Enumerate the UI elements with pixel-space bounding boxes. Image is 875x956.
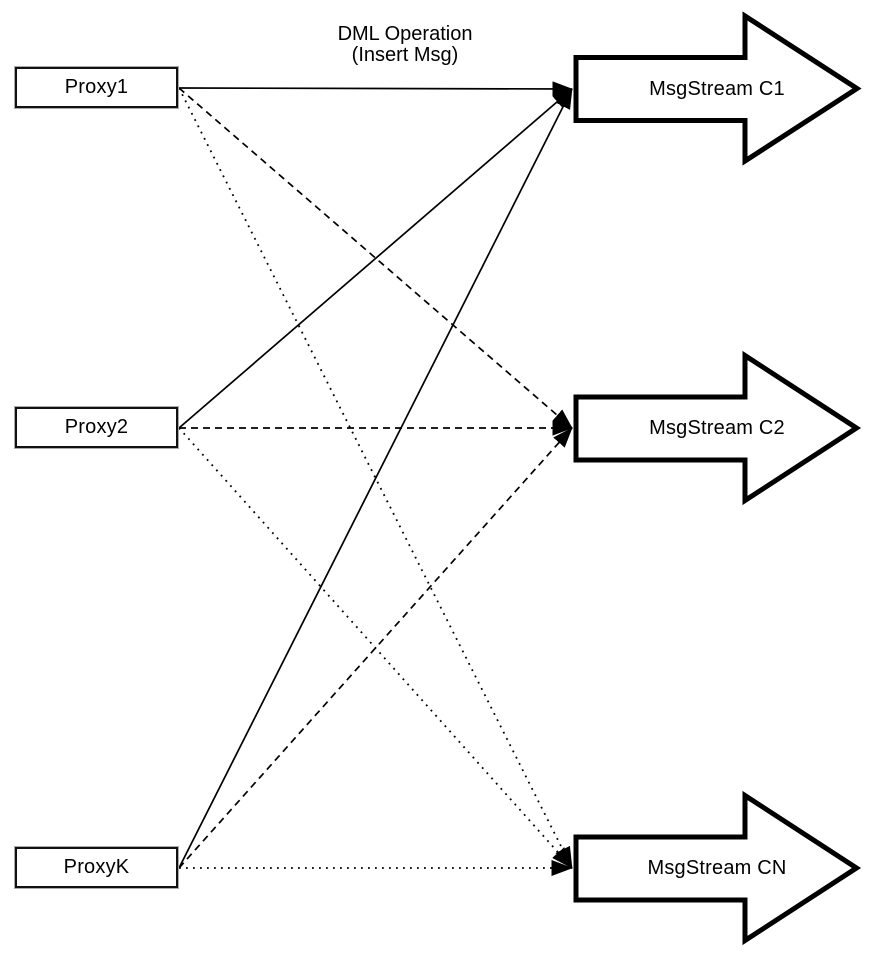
proxy2-label: Proxy2 xyxy=(64,416,129,438)
proxy-box-proxy2: Proxy2 xyxy=(14,406,179,449)
edge-proxy2-to-c1 xyxy=(178,88,573,429)
dml-operation-caption-line1: DML Operation xyxy=(337,23,473,45)
proxy1-label: Proxy1 xyxy=(64,76,129,98)
edges-layer xyxy=(178,81,573,877)
dml-operation-caption: DML Operation (Insert Msg) xyxy=(295,24,515,66)
dml-operation-caption-line2: (Insert Msg) xyxy=(351,44,459,66)
edge-proxyk-to-c1 xyxy=(178,88,573,869)
msgstream-cn-arrow-shape xyxy=(573,790,862,946)
proxy-box-proxyk: ProxyK xyxy=(14,846,179,889)
edge-proxy1-to-c1 xyxy=(178,81,573,97)
msgstream-c1-arrow-shape xyxy=(573,11,862,166)
edge-proxy2-to-cn xyxy=(178,427,573,869)
edge-proxy1-to-c2 xyxy=(178,87,573,429)
proxyk-label: ProxyK xyxy=(63,856,130,878)
proxy-box-proxy1: Proxy1 xyxy=(14,66,179,109)
msgstream-c2-arrow-shape xyxy=(573,350,862,506)
